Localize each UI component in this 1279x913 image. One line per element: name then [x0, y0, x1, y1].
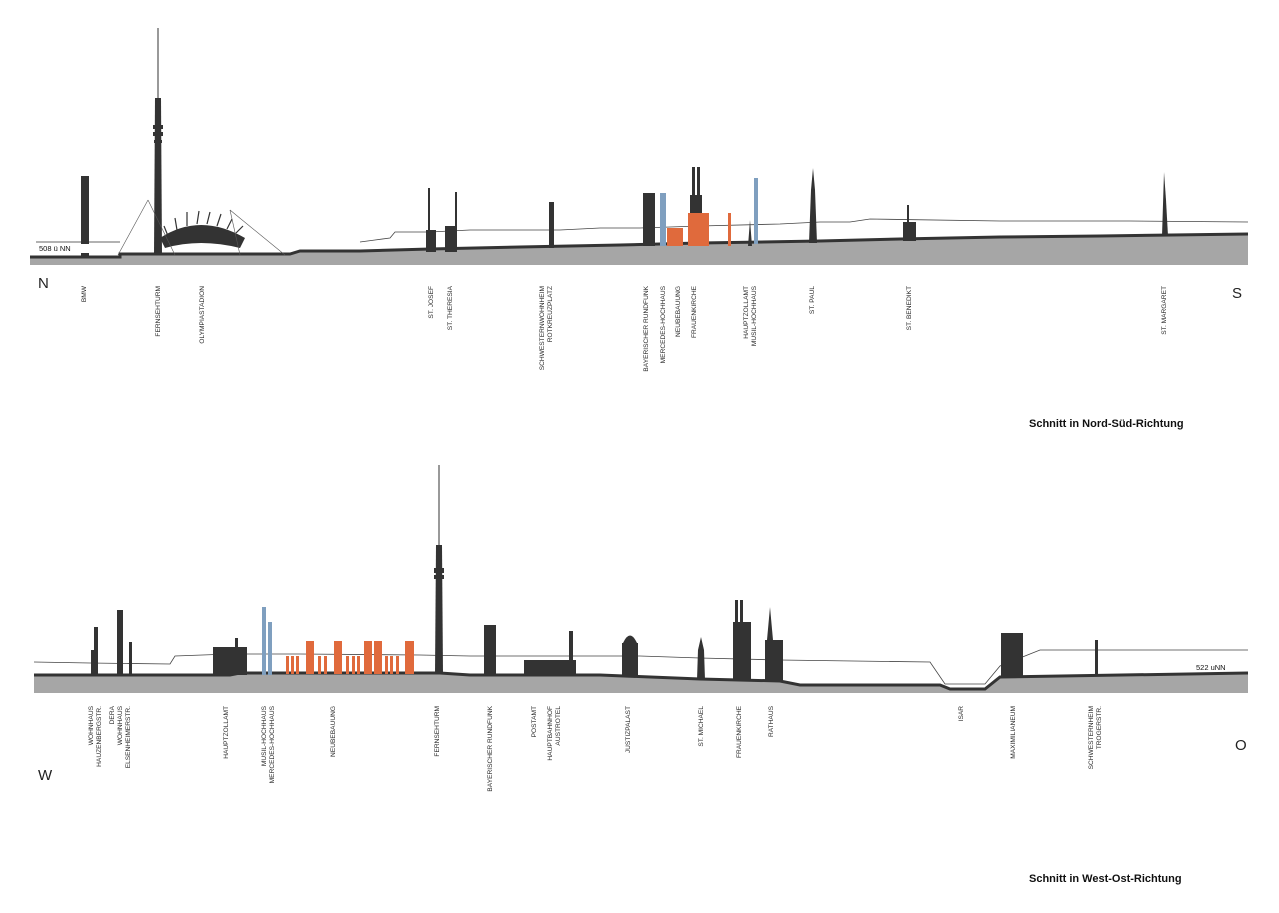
ns-label-schwesternwohnheim-2: ROTKREUZPLATZ	[547, 286, 554, 342]
wo-label-postamt: POSTAMT	[531, 706, 538, 737]
wo-direction-west: W	[38, 767, 53, 784]
ns-label-st-josef: ST. JOSEF	[428, 286, 435, 319]
ns-section: 508 ü NN N S Schnitt in Nord-Süd-Richtun…	[30, 28, 1249, 430]
wo-fernsehturm-shape	[434, 465, 444, 674]
ns-caption: Schnitt in Nord-Süd-Richtung	[1029, 418, 1184, 430]
ns-label-fernsehturm: FERNSEHTURM	[155, 286, 162, 337]
wo-dera-shape	[117, 610, 132, 675]
wo-frauenkirche-shape	[733, 600, 751, 681]
ns-st-josef-shape	[426, 188, 436, 252]
wo-label-st-michael: ST. MICHAEL	[698, 706, 705, 747]
ns-label-st-paul: ST. PAUL	[809, 286, 816, 314]
ns-ground	[30, 235, 1248, 265]
wo-section: 522 uNN W O Schnitt in West-Ost-Richtung…	[33, 465, 1249, 885]
ns-label-row: BMW FERNSEHTURM OLYMPIASTADION ST. JOSEF ST.…	[81, 285, 1168, 371]
wo-label-rathaus: RATHAUS	[768, 705, 775, 737]
wo-label-bayerischer-rundfunk: BAYERISCHER RUNDFUNK	[487, 705, 494, 791]
wo-skyline-outline	[33, 649, 1248, 685]
wo-rathaus-shape	[765, 607, 783, 682]
ns-neubebauung-shape	[667, 213, 731, 246]
wo-hauptzollamt-shape	[213, 638, 247, 675]
wo-label-musil-mercedes-2: MERCEDES-HOCHHAUS	[269, 705, 276, 783]
wo-st-michael-shape	[697, 637, 705, 680]
wo-label-justizpalast: JUSTIZPALAST	[625, 706, 632, 753]
wo-postamt-shape	[524, 660, 576, 676]
wo-label-wohnhaus-hauzenberg-1: WOHNHAUS	[88, 705, 95, 745]
wo-wohnhaus-shape	[91, 627, 98, 675]
ns-label-olympiastadion: OLYMPIASTADION	[199, 286, 206, 344]
ns-ground-line	[30, 232, 1249, 259]
wo-maximilianeum-shape	[1001, 633, 1023, 677]
ns-skyline-outline	[359, 218, 1249, 243]
wo-musil-mercedes-shape	[262, 607, 272, 675]
wo-label-hauptzollamt: HAUPTZOLLAMT	[223, 706, 230, 759]
ns-label-st-margaret: ST. MARGARET	[1161, 286, 1168, 335]
ns-label-hauptzollamt-1: HAUPTZOLLAMT	[743, 286, 750, 339]
ns-direction-north: N	[38, 275, 49, 292]
ns-st-benedikt-shape	[903, 205, 916, 241]
ns-label-bmw: BMW	[81, 285, 88, 302]
wo-label-schwesternheim-1: SCHWESTERNHEIM	[1088, 706, 1095, 769]
ns-hauptzollamt-shape	[748, 220, 752, 246]
wo-label-isar: ISAR	[958, 706, 965, 722]
wo-label-hauptbahnhof-2: AUSTROTEL	[555, 706, 562, 746]
ns-label-st-theresia: ST. THERESIA	[447, 285, 454, 330]
wo-justizpalast-shape	[622, 635, 638, 676]
ns-label-neubebauung: NEUBEBAUUNG	[675, 286, 682, 337]
ns-label-schwesternwohnheim-1: SCHWESTERNWOHNHEIM	[539, 286, 546, 370]
wo-label-neubebauung: NEUBEBAUUNG	[330, 706, 337, 757]
wo-label-wohnhaus-hauzenberg-2: HAUZENBERGSTR.	[96, 706, 103, 767]
wo-label-musil-mercedes-1: MUSIL-HOCHHAUS	[261, 705, 268, 766]
ns-st-theresia-shape	[445, 192, 457, 252]
wo-elevation-tag: 522 uNN	[1196, 663, 1226, 672]
wo-label-schwesternheim-2: TROGERSTR.	[1096, 706, 1103, 749]
ns-label-frauenkirche: FRAUENKIRCHE	[691, 285, 698, 338]
wo-schwesternheim-shape	[1095, 640, 1098, 675]
wo-bayerischer-rundfunk-shape	[484, 625, 496, 675]
wo-label-fernsehturm: FERNSEHTURM	[434, 706, 441, 757]
ns-label-mercedes-hochhaus: MERCEDES-HOCHHAUS	[660, 285, 667, 363]
wo-neubebauung-shape	[286, 641, 414, 674]
ns-schwesternwohnheim-shape	[549, 202, 554, 248]
ns-elevation-tag: 508 ü NN	[39, 244, 71, 253]
ns-frauenkirche-front	[688, 213, 702, 246]
wo-label-dera-wohnhaus-2: WOHNHAUS	[117, 705, 124, 745]
ns-label-hauptzollamt-2: MUSIL-HOCHHAUS	[751, 285, 758, 346]
wo-direction-east: O	[1235, 737, 1247, 754]
wo-label-dera-wohnhaus-3: ELSENHEIMERSTR.	[125, 706, 132, 768]
ns-st-paul-shape	[809, 168, 817, 243]
ns-label-bayerischer-rundfunk: BAYERISCHER RUNDFUNK	[643, 285, 650, 371]
wo-caption: Schnitt in West-Ost-Richtung	[1029, 873, 1182, 885]
ns-st-margaret-shape	[1162, 172, 1168, 236]
ns-mercedes-hochhaus-shape	[660, 193, 666, 246]
ns-bmw-building	[81, 176, 89, 256]
ns-musil-hochhaus-shape	[754, 178, 758, 244]
wo-austrotel-shape	[569, 631, 573, 661]
ns-bayerischer-rundfunk-shape	[643, 193, 655, 246]
wo-label-frauenkirche: FRAUENKIRCHE	[736, 705, 743, 758]
wo-label-maximilianeum: MAXIMILIANEUM	[1010, 706, 1017, 759]
ns-direction-south: S	[1232, 285, 1242, 302]
ns-elevation-tag-bg	[38, 244, 96, 253]
wo-label-dera-wohnhaus-1: DERA	[109, 705, 116, 724]
ns-olympiastadion-shape	[117, 199, 286, 256]
ns-label-st-benedikt: ST. BENEDIKT	[906, 286, 913, 330]
wo-label-hauptbahnhof-1: HAUPTBAHNHOF	[547, 706, 554, 761]
